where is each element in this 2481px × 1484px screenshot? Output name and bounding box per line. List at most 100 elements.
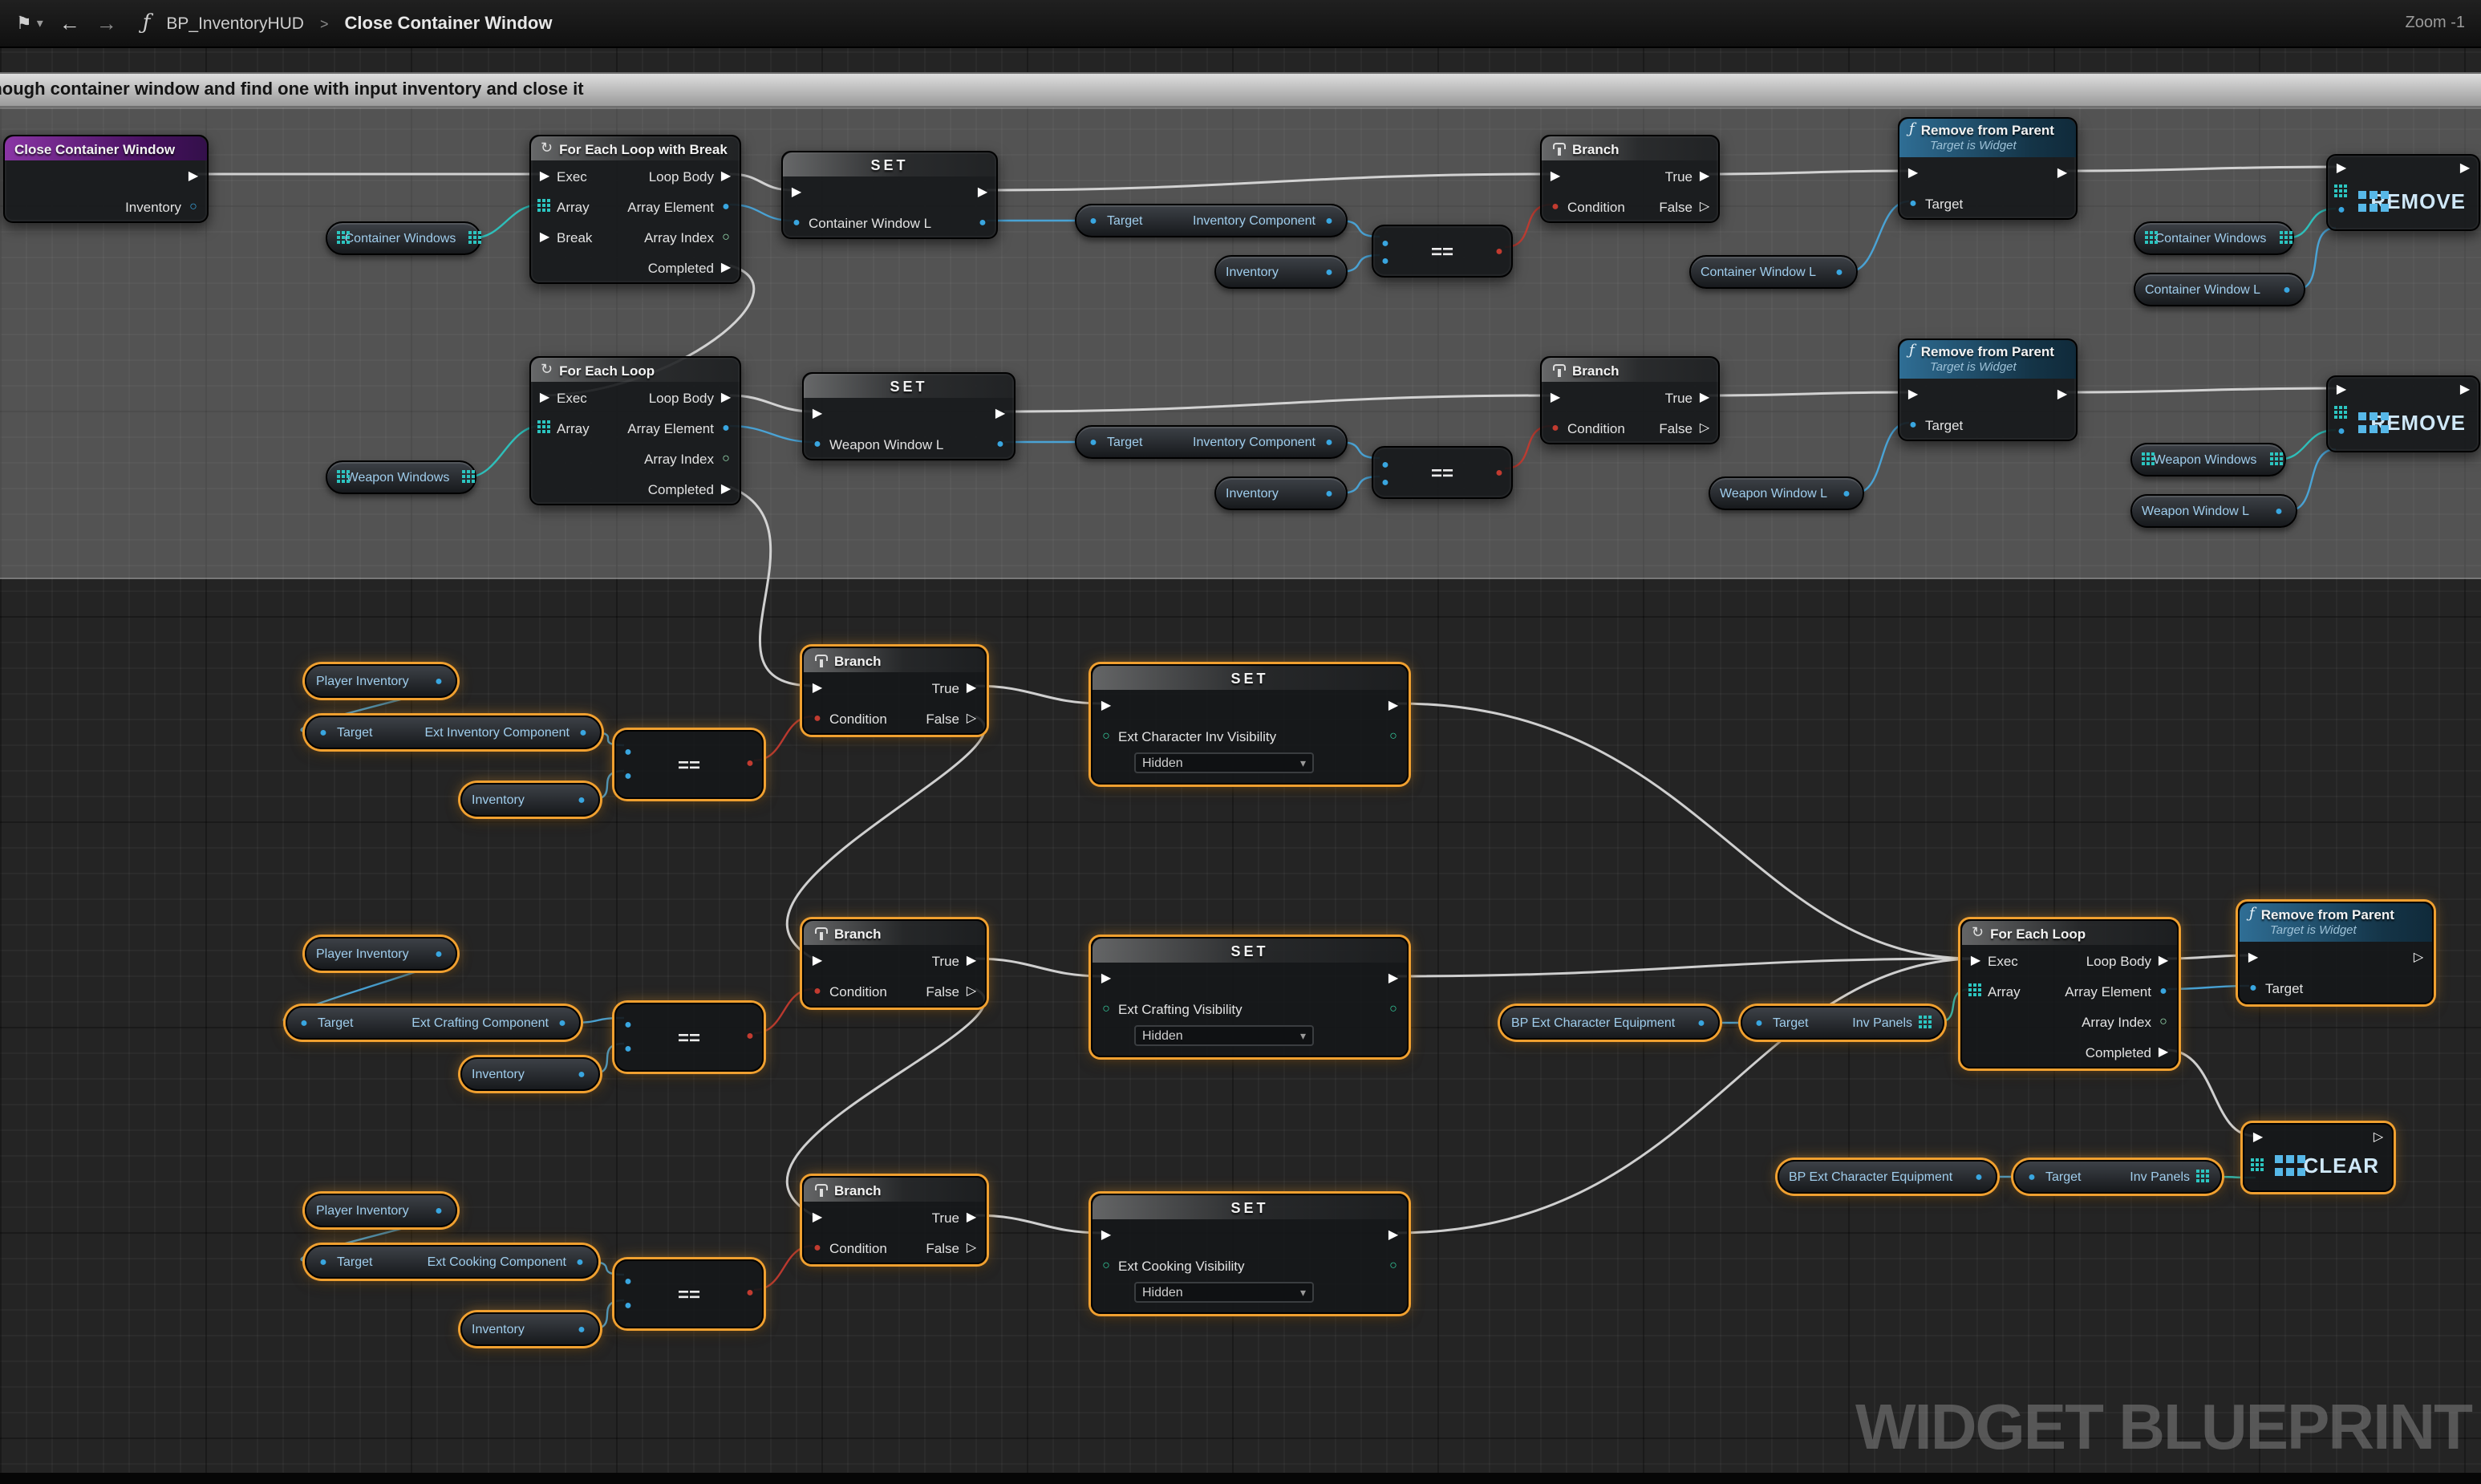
- container-window-l-variable-node[interactable]: Container Window L●: [1689, 255, 1858, 289]
- exec-pin[interactable]: ▶: [1970, 952, 1981, 967]
- player-inventory-variable-node[interactable]: Player Inventory●: [305, 664, 457, 698]
- arr-pin[interactable]: [337, 470, 340, 485]
- breadcrumb-root[interactable]: BP_InventoryHUD: [166, 14, 304, 33]
- exec-pin[interactable]: ▶: [791, 184, 802, 198]
- set-node[interactable]: SET▶▶○Ext Character Inv Visibility○Hidde…: [1091, 664, 1409, 785]
- obj-pin[interactable]: ●: [979, 214, 987, 229]
- loop-body-pin[interactable]: ▶: [720, 168, 732, 182]
- array-pin[interactable]: [537, 199, 552, 213]
- true-pin[interactable]: ▶: [1699, 168, 1710, 182]
- target-pin[interactable]: ●: [1909, 195, 1917, 209]
- container-windows-variable-node[interactable]: Container Windows: [326, 221, 481, 255]
- false-pin[interactable]: ▷: [966, 1239, 977, 1254]
- false-pin[interactable]: ▷: [1699, 420, 1710, 434]
- true-pin[interactable]: ▶: [966, 679, 977, 694]
- player-inventory-variable-node[interactable]: Player Inventory●: [305, 1194, 457, 1227]
- break-pin[interactable]: ▶: [539, 229, 550, 243]
- obj-pin[interactable]: ●: [578, 1321, 586, 1336]
- bool-pin[interactable]: ●: [1495, 243, 1503, 258]
- obj-pin[interactable]: ●: [1755, 1015, 1763, 1029]
- obj-pin[interactable]: ●: [579, 724, 587, 739]
- obj-pin[interactable]: ●: [319, 1254, 327, 1268]
- obj-pin[interactable]: ●: [1697, 1015, 1705, 1029]
- obj-pin[interactable]: ●: [1975, 1169, 1983, 1183]
- bool-pin[interactable]: ●: [746, 1028, 754, 1043]
- container-window-l-variable-node[interactable]: Container Window L●: [2134, 273, 2305, 306]
- true-pin[interactable]: ▶: [1699, 389, 1710, 403]
- completed-pin[interactable]: ▶: [720, 259, 732, 274]
- exec-pin[interactable]: ▶: [1101, 1227, 1112, 1241]
- obj-pin[interactable]: ●: [2337, 202, 2345, 217]
- exec-pin[interactable]: ▶: [812, 952, 823, 967]
- arr-pin[interactable]: [2142, 452, 2147, 467]
- exec-pin[interactable]: ▶: [977, 184, 988, 198]
- exec-pin[interactable]: ▶: [2459, 160, 2471, 175]
- obj-pin[interactable]: ●: [435, 946, 443, 960]
- obj-pin[interactable]: ●: [1381, 474, 1389, 489]
- obj-pin[interactable]: ●: [624, 1297, 632, 1312]
- bool-pin[interactable]: ●: [746, 755, 754, 770]
- weapon-window-l-variable-node[interactable]: Weapon Window L●: [2130, 494, 2297, 528]
- obj-pin[interactable]: ●: [1325, 213, 1333, 227]
- enum-pin[interactable]: ○: [1389, 1000, 1397, 1015]
- exec-pin[interactable]: ▶: [995, 405, 1006, 420]
- obj-pin[interactable]: ●: [578, 792, 586, 806]
- obj-pin[interactable]: ●: [2028, 1169, 2036, 1183]
- arr-pin[interactable]: [337, 231, 340, 245]
- arr-pin[interactable]: [2334, 184, 2349, 199]
- condition-pin[interactable]: ●: [813, 1239, 821, 1254]
- set-node[interactable]: SET▶▶●Weapon Window L●: [802, 372, 1016, 460]
- obj-pin[interactable]: ●: [624, 1274, 632, 1289]
- set-node[interactable]: SET▶▶●Container Window L●: [781, 151, 998, 239]
- close-container-window-node[interactable]: Close Container Window▶Inventory○: [3, 135, 209, 223]
- obj-pin[interactable]: ●: [1835, 264, 1843, 278]
- condition-pin[interactable]: ●: [813, 983, 821, 997]
- exec-pin[interactable]: ▶: [539, 389, 550, 403]
- exec-pin[interactable]: ▶: [1550, 168, 1561, 182]
- obj-pin[interactable]: ●: [576, 1254, 584, 1268]
- obj-pin[interactable]: ●: [435, 1202, 443, 1217]
- false-pin[interactable]: ▷: [966, 710, 977, 724]
- exec-pin[interactable]: ▶: [2248, 949, 2259, 963]
- obj-pin[interactable]: ●: [1325, 485, 1333, 500]
- obj-pin[interactable]: ●: [1843, 485, 1851, 500]
- ext-cooking-visibility-pin[interactable]: ○: [1102, 1257, 1110, 1271]
- false-pin[interactable]: ▷: [1699, 198, 1710, 213]
- arr-pin[interactable]: [468, 231, 472, 245]
- obj-pin[interactable]: ●: [624, 768, 632, 783]
- obj-pin[interactable]: ●: [1381, 235, 1389, 250]
- inventory-variable-node[interactable]: Inventory●: [460, 783, 600, 817]
- inventory-variable-node[interactable]: Inventory●: [460, 1057, 600, 1091]
- target-pin[interactable]: ●: [1909, 416, 1917, 431]
- arr-pin[interactable]: [462, 470, 465, 485]
- obj-pin[interactable]: ●: [624, 1040, 632, 1056]
- array-element-pin[interactable]: ●: [2159, 983, 2167, 997]
- arr-pin[interactable]: [2251, 1158, 2265, 1173]
- player-inventory-variable-node[interactable]: Player Inventory●: [305, 937, 457, 971]
- target-pin[interactable]: ●: [2249, 979, 2257, 994]
- array-element-pin[interactable]: ●: [722, 198, 730, 213]
- arr-pin[interactable]: [2269, 452, 2275, 467]
- true-pin[interactable]: ▶: [966, 1209, 977, 1223]
- condition-pin[interactable]: ●: [1551, 198, 1559, 213]
- equality-node[interactable]: ==●●●: [1372, 225, 1513, 278]
- exec-pin[interactable]: ▶: [1388, 970, 1399, 984]
- ext-character-inv-visibility-pin[interactable]: ○: [1102, 728, 1110, 742]
- obj-pin[interactable]: ●: [624, 1017, 632, 1032]
- clear-array-node[interactable]: ▶▷CLEAR: [2243, 1123, 2394, 1192]
- exec-pin[interactable]: ▶: [2057, 386, 2068, 400]
- weapon-window-l-pin[interactable]: ●: [813, 436, 821, 450]
- bookmark-caret-icon[interactable]: ▾: [36, 16, 43, 30]
- bool-pin[interactable]: ●: [746, 1284, 754, 1300]
